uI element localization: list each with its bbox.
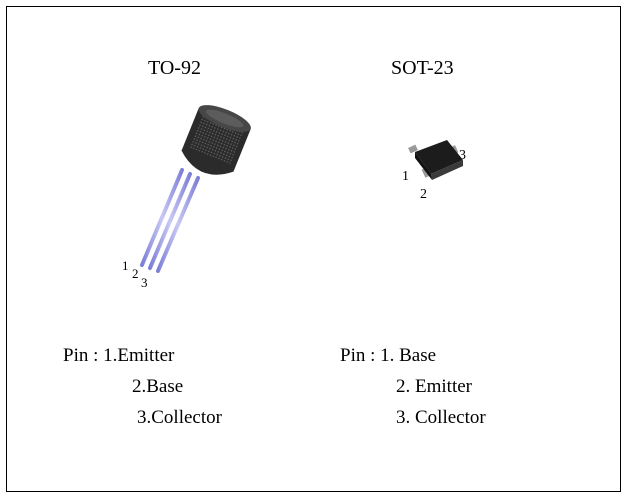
to92-leads [140, 168, 200, 273]
sot23-pin-number-2: 2 [420, 187, 427, 202]
sot23-title: SOT-23 [391, 57, 454, 79]
to92-pin-number-3: 3 [141, 275, 148, 290]
to92-pin-line-2: 2.Base [132, 376, 184, 397]
to92-body [181, 105, 251, 175]
sot23-body [415, 140, 463, 180]
diagram-frame [6, 6, 621, 492]
to92-pin-line-1: Pin : 1.Emitter [63, 345, 175, 366]
sot23-pin-number-1: 1 [402, 169, 409, 184]
to92-transistor-image: 1 2 3 [122, 105, 251, 290]
sot23-pin-line-2: 2. Emitter [396, 376, 472, 397]
to92-title: TO-92 [148, 57, 201, 79]
sot23-pin-line-1: Pin : 1. Base [340, 345, 437, 366]
to92-pin-number-2: 2 [132, 266, 139, 281]
sot23-pin-line-3: 3. Collector [396, 407, 486, 428]
to92-pin-line-3: 3.Collector [137, 407, 222, 428]
sot23-pin-number-3: 3 [459, 148, 466, 163]
to92-pin-number-1: 1 [122, 258, 129, 273]
sot23-transistor-image: 1 2 3 [402, 140, 466, 202]
